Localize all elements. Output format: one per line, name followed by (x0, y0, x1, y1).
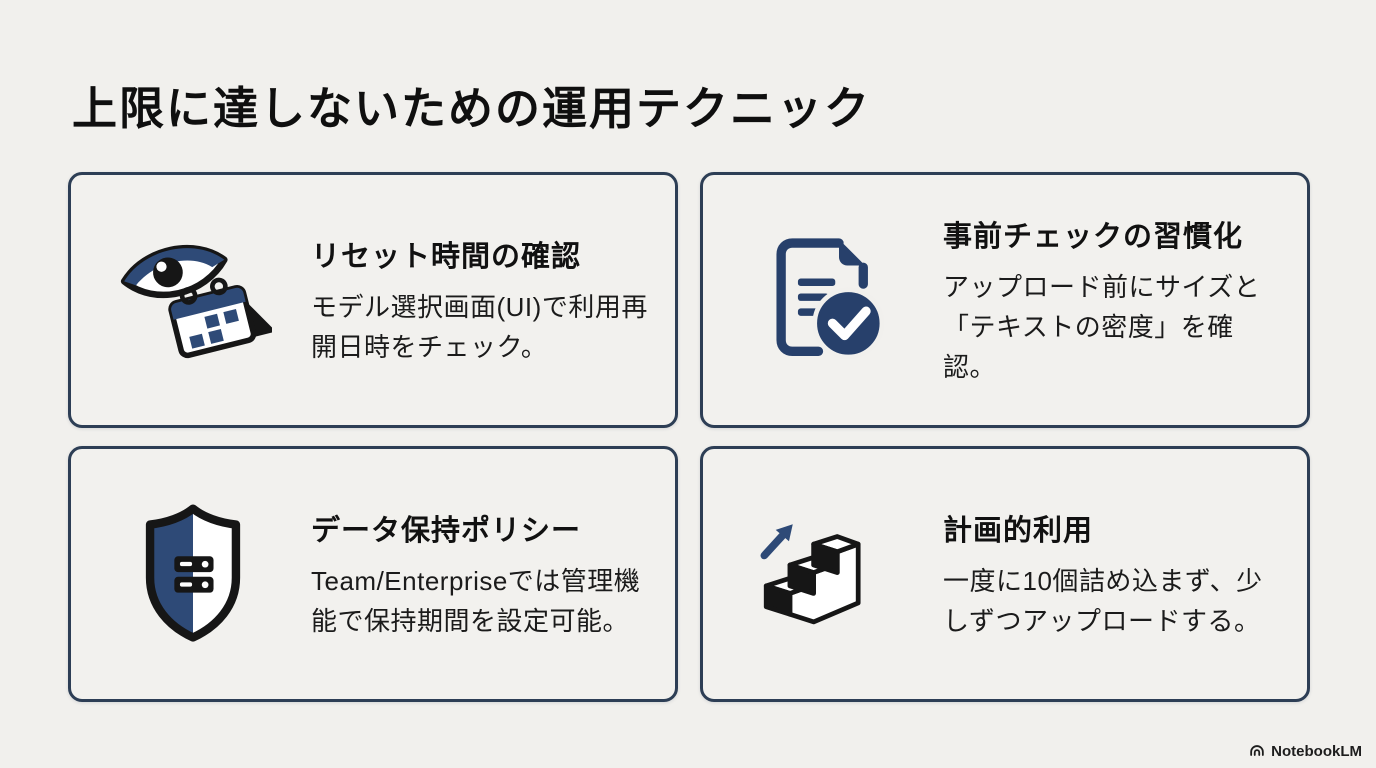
notebooklm-watermark: NotebookLM (1248, 742, 1362, 760)
card-title: 事前チェックの習慣化 (943, 220, 1244, 253)
card-body: アップロード前にサイズと「テキストの密度」を確認。 (943, 271, 1261, 383)
card-text: データ保持ポリシー Team/Enterpriseでは管理機能で保持期間を設定可… (311, 507, 651, 642)
card-text: リセット時間の確認 モデル選択画面(UI)で利用再開日時をチェック。 (311, 233, 651, 368)
shield-data-icon (107, 499, 279, 649)
card-grid: リセット時間の確認 モデル選択画面(UI)で利用再開日時をチェック。 事前チェッ… (68, 172, 1310, 702)
stairs-arrow-icon (739, 510, 911, 638)
card-text: 事前チェックの習慣化 アップロード前にサイズと「テキストの密度」を確認。 (943, 213, 1283, 388)
card-title: 計画的利用 (943, 514, 1094, 547)
eye-calendar-icon (107, 221, 279, 379)
card-title: リセット時間の確認 (311, 240, 582, 273)
card-body: 一度に10個詰め込まず、少しずつアップロードする。 (943, 565, 1263, 636)
notebooklm-logo-icon (1248, 742, 1266, 760)
card-text: 計画的利用 一度に10個詰め込まず、少しずつアップロードする。 (943, 507, 1283, 642)
card-title: データ保持ポリシー (311, 514, 582, 547)
card-precheck: 事前チェックの習慣化 アップロード前にサイズと「テキストの密度」を確認。 (700, 172, 1310, 428)
card-planned-usage: 計画的利用 一度に10個詰め込まず、少しずつアップロードする。 (700, 446, 1310, 702)
card-reset-time: リセット時間の確認 モデル選択画面(UI)で利用再開日時をチェック。 (68, 172, 678, 428)
page-title: 上限に達しないための運用テクニック (72, 83, 872, 134)
card-body: Team/Enterpriseでは管理機能で保持期間を設定可能。 (311, 565, 641, 636)
notebooklm-label: NotebookLM (1271, 742, 1362, 760)
card-retention: データ保持ポリシー Team/Enterpriseでは管理機能で保持期間を設定可… (68, 446, 678, 702)
document-check-icon (739, 230, 911, 370)
card-body: モデル選択画面(UI)で利用再開日時をチェック。 (311, 291, 648, 362)
